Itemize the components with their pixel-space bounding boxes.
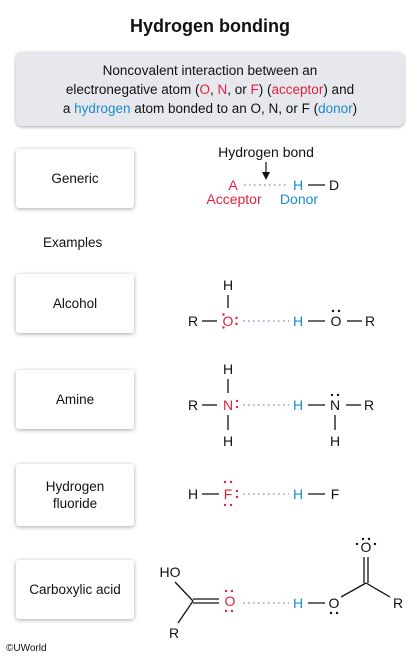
generic-card: Generic: [16, 149, 134, 208]
carboxylic-r-right: R: [393, 595, 403, 611]
definition-line-2: electronegative atom (O, N, or F) (accep…: [65, 82, 355, 97]
amine-h-bottom: H: [223, 433, 233, 449]
hf-f-right: F: [331, 486, 340, 502]
alcohol-card: Alcohol: [16, 274, 134, 333]
generic-label: Generic: [51, 171, 99, 186]
definition-line-1: Noncovalent interaction between an: [102, 63, 318, 78]
carboxylic-acid-card: Carboxylic acid: [16, 560, 134, 619]
amine-label: Amine: [55, 392, 95, 407]
copyright-label: ©UWorld: [6, 643, 47, 654]
carboxylic-h-donor: H: [293, 595, 303, 611]
donor-label: Donor: [280, 191, 318, 207]
amine-r-right: R: [364, 397, 374, 413]
alcohol-h-top: H: [223, 277, 233, 293]
alcohol-r-right: R: [365, 313, 375, 329]
amine-r: R: [188, 397, 198, 413]
carboxylic-acid-label: Carboxylic acid: [29, 582, 121, 597]
carboxylic-ho: HO: [160, 564, 181, 580]
amine-n-donor: N: [330, 397, 340, 413]
alcohol-o-acceptor: O: [223, 313, 234, 329]
hbond-arrow-icon: [262, 172, 270, 180]
hf-label-2: fluoride: [52, 496, 98, 511]
hf-label-1: Hydrogen: [45, 479, 105, 494]
hf-f-acceptor: F: [224, 486, 233, 502]
hbond-label: Hydrogen bond: [218, 144, 314, 160]
hydrogen-fluoride-card: Hydrogen fluoride: [16, 464, 134, 526]
amine-card: Amine: [16, 370, 134, 429]
definition-box: Noncovalent interaction between an elect…: [16, 52, 404, 126]
carboxylic-r-left: R: [169, 625, 179, 641]
carboxylic-o-top: O: [361, 539, 372, 555]
alcohol-r: R: [188, 313, 198, 329]
alcohol-o-donor: O: [331, 313, 342, 329]
alcohol-h-donor: H: [293, 313, 303, 329]
amine-n-acceptor: N: [223, 397, 233, 413]
examples-heading: Examples: [43, 235, 103, 250]
carboxylic-o-acceptor: O: [225, 593, 236, 609]
generic-atom-h: H: [293, 177, 303, 193]
amine-h-donor: H: [293, 397, 303, 413]
acceptor-label: Acceptor: [206, 191, 262, 207]
amine-h-bottom-right: H: [330, 433, 340, 449]
hf-h-donor: H: [293, 486, 303, 502]
hf-h-left: H: [188, 486, 198, 502]
alcohol-label: Alcohol: [52, 296, 98, 311]
generic-atom-a: A: [228, 177, 238, 193]
carboxylic-o-donor: O: [329, 595, 340, 611]
page-title: Hydrogen bonding: [130, 16, 290, 36]
amine-h-top: H: [223, 361, 233, 377]
generic-atom-d: D: [329, 177, 339, 193]
definition-line-3: a hydrogen atom bonded to an O, N, or F …: [62, 101, 358, 116]
